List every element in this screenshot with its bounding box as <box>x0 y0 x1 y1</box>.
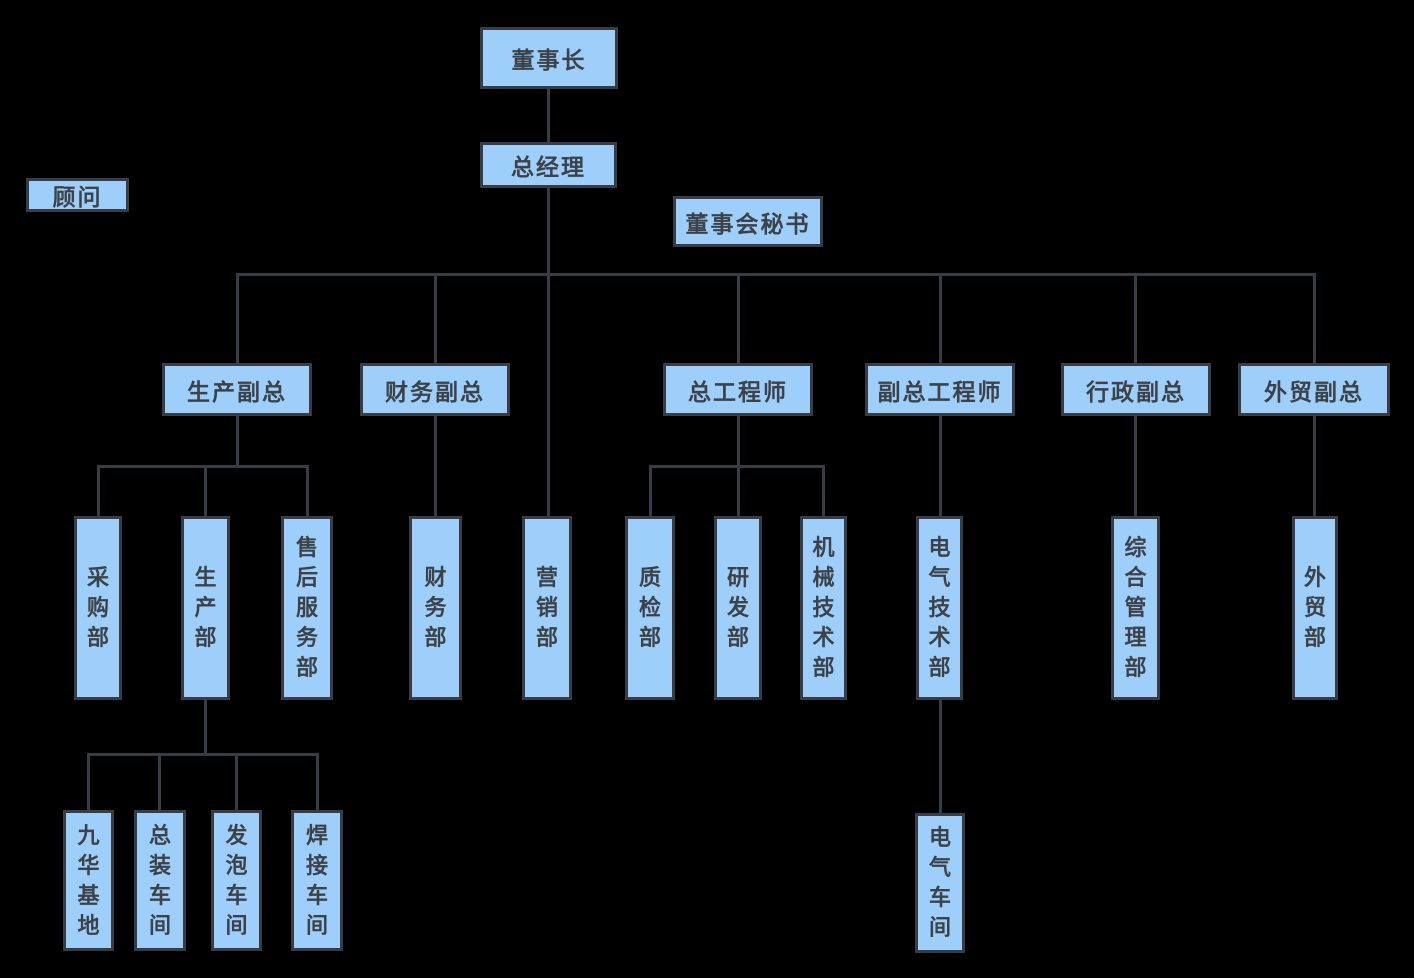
connector-drop-foreign-trade-vp <box>1313 273 1316 363</box>
node-foaming-workshop[interactable]: 发泡车间 <box>211 810 262 951</box>
connector-drop-chief-engineer <box>737 273 740 363</box>
node-chairman[interactable]: 董事长 <box>480 27 618 89</box>
connector-chairman-gm <box>547 89 550 142</box>
connector-drop-assembly <box>158 753 161 810</box>
node-quality-inspection-dept[interactable]: 质检部 <box>625 516 675 700</box>
node-electrical-workshop[interactable]: 电气车间 <box>915 813 965 953</box>
connector-production-dept-feed <box>204 700 207 756</box>
connector-drop-finance-vp <box>434 273 437 363</box>
node-admin-vp[interactable]: 行政副总 <box>1061 363 1211 416</box>
connector-drop-jiuhua-base <box>87 753 90 810</box>
node-foreign-trade-dept[interactable]: 外贸部 <box>1292 516 1338 700</box>
connector-chief-engineer-feed <box>737 416 740 467</box>
node-marketing-dept[interactable]: 营销部 <box>522 516 572 700</box>
connector-deputy-electrical-tech <box>939 416 942 516</box>
connector-production-horizontal <box>97 465 309 468</box>
node-chief-engineer[interactable]: 总工程师 <box>663 363 813 416</box>
connector-drop-admin-vp <box>1134 273 1137 363</box>
connector-drop-after-sales <box>306 465 309 516</box>
connector-finance-vp-dept <box>434 416 437 516</box>
node-advisor[interactable]: 顾问 <box>26 178 129 212</box>
connector-workshop-horizontal <box>87 753 319 756</box>
connector-drop-foaming <box>235 753 238 810</box>
node-rnd-dept[interactable]: 研发部 <box>714 516 762 700</box>
connector-gm-branch-horizontal <box>236 273 1316 276</box>
connector-drop-rnd <box>737 465 740 516</box>
node-welding-workshop[interactable]: 焊接车间 <box>291 810 343 951</box>
node-finance-dept[interactable]: 财务部 <box>409 516 462 700</box>
connector-drop-production-vp <box>236 273 239 363</box>
connector-gm-marketing <box>547 188 550 516</box>
connector-admin-general-mgmt <box>1134 416 1137 516</box>
node-general-management-dept[interactable]: 综合管理部 <box>1111 516 1160 700</box>
connector-drop-deputy-chief <box>939 273 942 363</box>
node-electrical-tech-dept[interactable]: 电气技术部 <box>916 516 963 700</box>
node-foreign-trade-vp[interactable]: 外贸副总 <box>1238 363 1390 416</box>
node-production-vp[interactable]: 生产副总 <box>162 363 312 416</box>
connector-foreign-vp-dept <box>1313 416 1316 516</box>
connector-production-vp-feed <box>236 416 239 467</box>
node-production-dept[interactable]: 生产部 <box>181 516 230 700</box>
connector-drop-quality <box>649 465 652 516</box>
node-finance-vp[interactable]: 财务副总 <box>360 363 510 416</box>
node-jiuhua-base[interactable]: 九华基地 <box>63 810 114 951</box>
connector-drop-welding <box>316 753 319 810</box>
connector-drop-purchasing <box>97 465 100 516</box>
node-mechanical-tech-dept[interactable]: 机械技术部 <box>800 516 847 700</box>
node-general-manager[interactable]: 总经理 <box>480 142 617 188</box>
node-after-sales-service-dept[interactable]: 售后服务部 <box>281 516 333 700</box>
node-purchasing-dept[interactable]: 采购部 <box>74 516 122 700</box>
node-board-secretary[interactable]: 董事会秘书 <box>673 196 823 247</box>
connector-electrical-workshop <box>939 700 942 813</box>
node-deputy-chief-engineer[interactable]: 副总工程师 <box>865 363 1015 416</box>
node-assembly-workshop[interactable]: 总装车间 <box>134 810 186 951</box>
connector-drop-mechanical-tech <box>822 465 825 516</box>
connector-drop-production-dept <box>204 465 207 516</box>
